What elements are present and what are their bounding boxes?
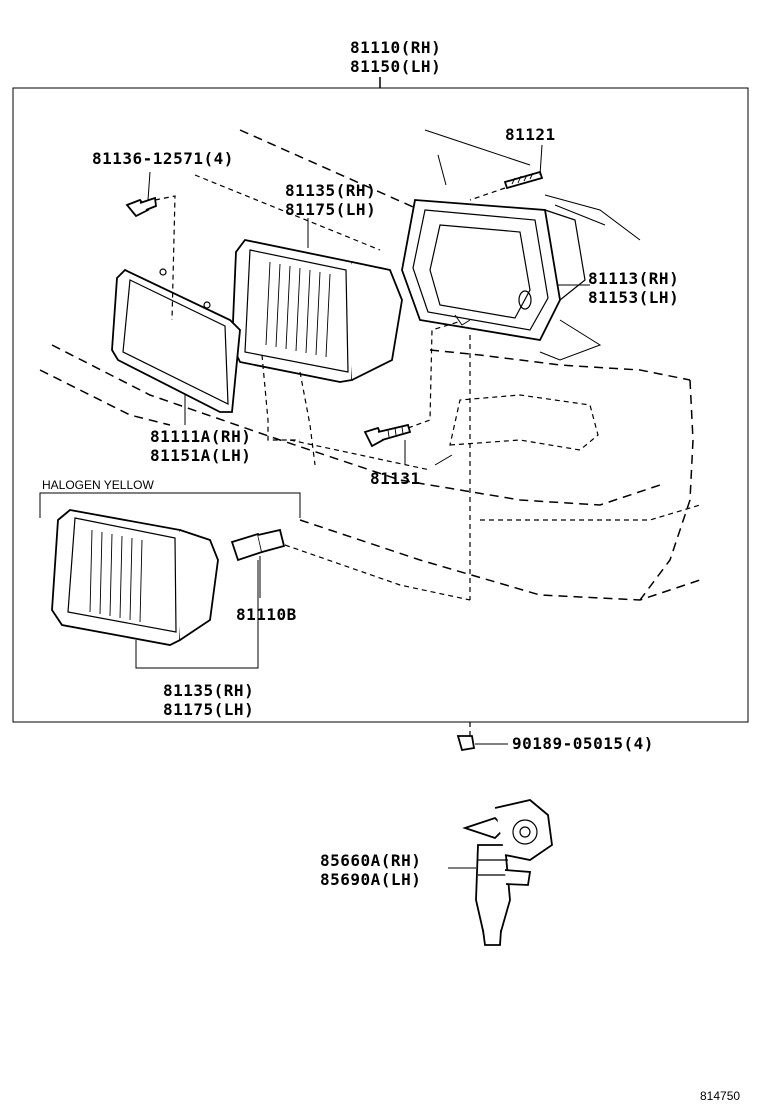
- halogen-lamp-unit: [51, 509, 259, 669]
- clip: [456, 722, 508, 752]
- label-diagram-id: 814750: [700, 1089, 740, 1103]
- label-unit-lh: 81175(LH): [285, 200, 376, 219]
- halogen-yellow-box: [39, 492, 301, 518]
- bumper-outline: [39, 129, 701, 601]
- label-housing-lh: 81153(LH): [588, 288, 679, 307]
- lamp-unit: [231, 239, 403, 383]
- label-assembly-rh: 81110(RH): [350, 38, 441, 57]
- housing-screw: [469, 144, 544, 201]
- label-halogen-unit-rh: 81135(RH): [163, 681, 254, 700]
- label-switch-lh: 85690A(LH): [320, 870, 421, 889]
- lamp-housing: [401, 199, 586, 341]
- label-gasket-lh: 81151A(LH): [150, 446, 251, 465]
- label-clip: 90189-05015(4): [512, 734, 654, 753]
- label-assembly-lh: 81150(LH): [350, 57, 441, 76]
- leader-lines: [184, 218, 590, 466]
- label-bolt: 81131: [370, 469, 421, 488]
- fog-lamp-switch: [448, 799, 553, 946]
- label-screw: 81136-12571(4): [92, 149, 234, 168]
- body-panel-lines: [424, 129, 641, 361]
- adjusting-bolt: [363, 321, 459, 465]
- label-gasket-rh: 81111A(RH): [150, 427, 251, 446]
- label-housing-screw: 81121: [505, 125, 556, 144]
- label-halogen-title: HALOGEN YELLOW: [42, 478, 154, 492]
- retaining-screw: [125, 171, 176, 321]
- label-unit-rh: 81135(RH): [285, 181, 376, 200]
- lamp-gasket: [111, 268, 241, 413]
- halogen-bulb: [230, 528, 286, 598]
- callout-labels: 81110(RH) 81150(LH) 81136-12571(4) 81135…: [42, 38, 740, 1103]
- label-bulb: 81110B: [236, 605, 297, 624]
- label-halogen-unit-lh: 81175(LH): [163, 700, 254, 719]
- label-housing-rh: 81113(RH): [588, 269, 679, 288]
- assembly-frame: [12, 77, 749, 723]
- label-switch-rh: 85660A(RH): [320, 851, 421, 870]
